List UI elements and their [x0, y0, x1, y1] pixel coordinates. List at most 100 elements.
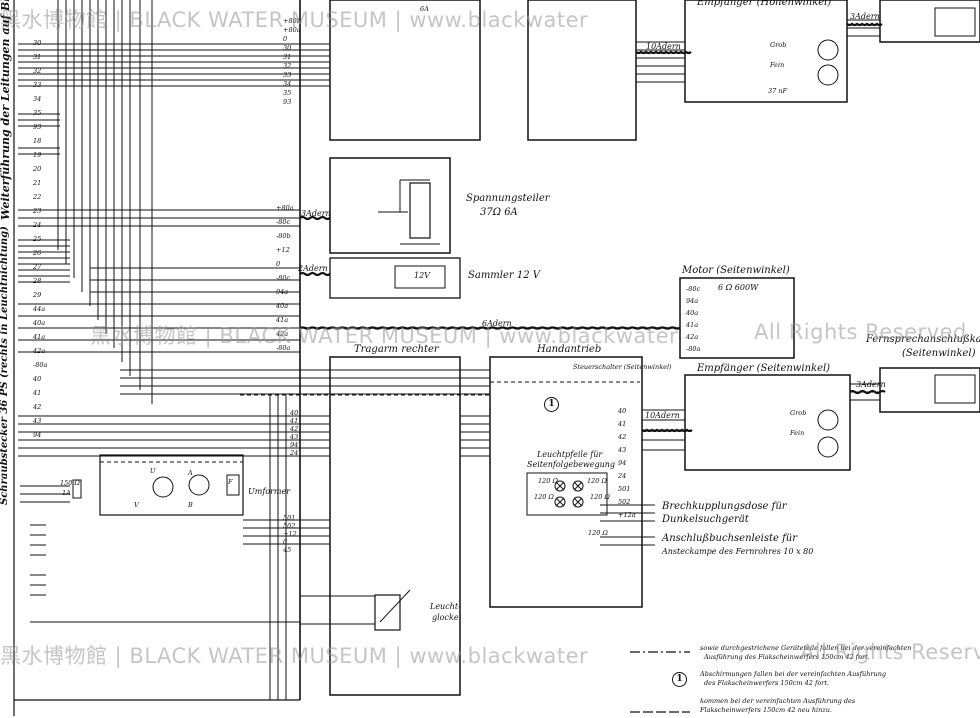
motor-b-label: B — [188, 501, 193, 509]
terminal-left-bottom: +12 — [283, 530, 297, 538]
watermark-top: 黑水博物館 | BLACK WATER MUSEUM | www.blackwa… — [0, 8, 589, 32]
legend-1-line2: Ausführung des Flakscheinwerfers 150cm 4… — [704, 653, 870, 661]
steuerschalter-label: Steuerschalter (Seitenwinkel) — [573, 363, 672, 371]
leuchtglocke-label-1: Leucht- — [430, 602, 461, 611]
motor-f-label: F — [228, 478, 233, 486]
terminal-motor: -80c — [686, 285, 701, 293]
terminal-handantrieb: 502 — [618, 498, 631, 506]
fein-label-bottom: Fein — [790, 429, 805, 437]
terminal-far-left: 24 — [33, 221, 42, 229]
terminal-far-left: 94 — [33, 431, 42, 439]
leuchtpfeile-label-1: Leuchtpfeile für — [537, 450, 603, 459]
terminal-handantrieb: 94 — [618, 459, 627, 467]
terminal-left-mid: -80a — [276, 344, 291, 352]
relay-v-label: V — [134, 501, 139, 509]
umformer-label: Umformer — [248, 487, 291, 496]
terminal-handantrieb: 24 — [618, 472, 627, 480]
terminal-far-left: 18 — [33, 137, 42, 145]
anschluss-label-1: Anschlußbuchsenleiste für — [662, 533, 798, 544]
empfaenger-seite-title: Empfänger (Seitenwinkel) — [697, 363, 831, 374]
terminal-left-bottom: 502 — [283, 522, 296, 530]
motor-title: Motor (Seitenwinkel) — [682, 265, 790, 276]
watermark-bottom: 黑水博物館 | BLACK WATER MUSEUM | www.blackwa… — [0, 644, 589, 668]
terminal-far-left: 31 — [33, 53, 42, 61]
legend-3-line2: Flakscheinwerfers 150cm 42 neu hinzu. — [700, 706, 832, 714]
handantrieb-title: Handantrieb — [537, 344, 602, 355]
terminal-handantrieb: 41 — [618, 420, 627, 428]
grob-label-top: Grob — [770, 41, 787, 49]
legend-2-line1: Abschirmungen fallen bei der vereinfacht… — [700, 670, 887, 678]
fernsprech-title-2: (Seitenwinkel) — [902, 348, 976, 359]
sammler-title: Sammler 12 V — [468, 270, 540, 281]
terminal-handantrieb: +12a — [618, 511, 636, 519]
relay-u-label: U — [150, 467, 156, 475]
r120-label-4: 120 Ω — [590, 493, 610, 501]
tragarm-title: Tragarm rechter — [354, 344, 439, 355]
spannungsteiler-value: 37Ω 6A — [480, 207, 518, 218]
terminal-far-left: 41a — [33, 333, 46, 341]
terminal-left-top: 34 — [283, 80, 292, 88]
anschluss-label-2: Ansteckampe des Fernrohres 10 x 80 — [662, 547, 814, 556]
terminal-left-low: 43 — [290, 433, 299, 441]
cable-3adern-right: 3Adern — [856, 380, 886, 389]
terminal-far-left: 44a — [33, 305, 46, 313]
legend-2-line2: des Flakscheinwerfers 150cm 42 fort. — [704, 679, 830, 687]
terminal-left-mid: 0 — [276, 260, 281, 268]
cable-6adern: 6Adern — [482, 319, 512, 328]
terminal-motor: 42a — [686, 333, 699, 341]
watermark-rights-middle: All Rights Reserved — [754, 320, 967, 344]
terminal-far-left: 42a — [33, 347, 46, 355]
fernsprech-title-1: Fernsprechanschlußkasten — [866, 334, 980, 345]
cable-2adern: 2Adern — [298, 264, 328, 273]
terminal-left-top: +80b — [283, 17, 301, 25]
terminal-far-left: 19 — [33, 151, 42, 159]
terminal-handantrieb: 40 — [618, 407, 627, 415]
terminal-left-top: 0 — [283, 35, 288, 43]
terminal-far-left: 27 — [33, 263, 42, 271]
terminal-far-left: 33 — [33, 81, 42, 89]
terminal-far-left: 23 — [33, 207, 42, 215]
terminal-left-low: 40 — [290, 409, 299, 417]
terminal-handantrieb: 501 — [618, 485, 631, 493]
terminal-far-left: 34 — [33, 95, 42, 103]
leuchtpfeile-label-2: Seitenfolgebewegung — [527, 460, 616, 469]
fuse-1a-label: 1A — [62, 489, 71, 497]
terminal-left-bottom: 0 — [283, 538, 288, 546]
cable-10adern-right: 10Adern — [645, 411, 680, 420]
terminal-far-left: 30 — [33, 39, 42, 47]
terminal-left-mid: -80c — [276, 274, 291, 282]
terminal-far-left: 22 — [33, 193, 42, 201]
side-label-bottom: Schraubstecker 36 PS (rechts in Leuchtni… — [0, 226, 10, 505]
legend-2-symbol: 1 — [672, 668, 687, 687]
terminal-motor: 94a — [686, 297, 699, 305]
resistor-150-label: 150 Ω — [60, 479, 80, 487]
terminal-far-left: 21 — [33, 179, 42, 187]
terminal-left-bottom: 501 — [283, 514, 296, 522]
leuchtglocke-label-2: glocke — [432, 613, 459, 622]
terminal-left-mid: 41a — [276, 316, 289, 324]
legend-1-line1: sowie durchgestrichene Geräteteile falle… — [700, 644, 912, 652]
terminal-far-left: 42 — [33, 403, 42, 411]
terminal-left-low: 41 — [290, 417, 299, 425]
terminal-far-left: 40a — [33, 319, 46, 327]
terminal-left-top: 35 — [283, 89, 292, 97]
terminal-left-low: 42 — [290, 425, 299, 433]
cable-10adern-top: 10Adern — [646, 42, 681, 51]
terminal-far-left: 20 — [33, 165, 42, 173]
watermark-middle: 黑水博物館 | BLACK WATER MUSEUM | www.blackwa… — [90, 324, 679, 348]
watermark-rights-bottom: All Rights Reserved — [800, 640, 980, 664]
r120-label-2: 120 Ω — [587, 477, 607, 485]
terminal-left-top: +80a — [283, 26, 301, 34]
cap-label-top: 37 nF — [768, 87, 788, 95]
terminal-left-mid: 42a — [276, 330, 289, 338]
terminal-left-top: 33 — [283, 71, 292, 79]
terminal-left-mid: +12 — [276, 246, 290, 254]
r120-label-1: 120 Ω — [538, 477, 558, 485]
terminal-left-low: 24 — [290, 449, 299, 457]
terminal-left-mid: -80b — [276, 232, 291, 240]
terminal-far-left: 32 — [33, 67, 42, 75]
terminal-far-left: 40 — [33, 375, 42, 383]
terminal-left-mid: 40a — [276, 302, 289, 310]
terminal-motor: 40a — [686, 309, 699, 317]
